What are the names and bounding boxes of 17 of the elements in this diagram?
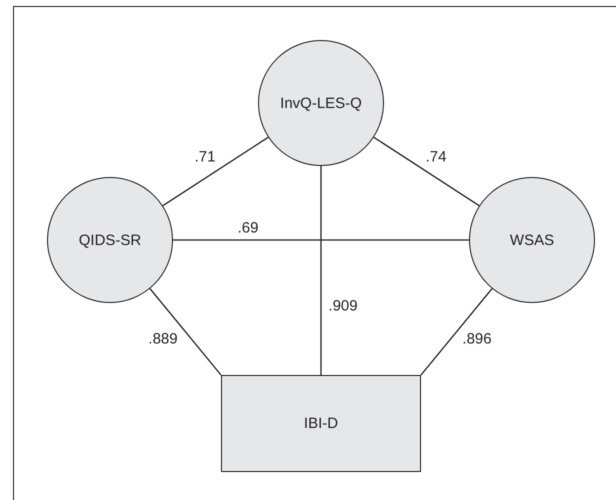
connector-line bbox=[162, 136, 269, 206]
edge-label: .69 bbox=[238, 220, 258, 236]
edge-label: .889 bbox=[148, 330, 178, 348]
connector-line bbox=[373, 136, 480, 206]
edge-label: .909 bbox=[328, 298, 358, 314]
node-label: WSAS bbox=[510, 232, 554, 248]
node-label: InvQ-LES-Q bbox=[280, 94, 362, 112]
connector-line bbox=[173, 239, 469, 241]
edge-label: .896 bbox=[462, 330, 492, 348]
node-label: IBI-D bbox=[304, 415, 338, 432]
node-label: QIDS-SR bbox=[78, 232, 142, 248]
connector-line bbox=[420, 288, 492, 376]
connector-line bbox=[320, 166, 322, 375]
measure-box bbox=[221, 375, 421, 472]
edge-label: .74 bbox=[426, 148, 446, 166]
connector-line bbox=[150, 288, 222, 376]
edge-label: .71 bbox=[194, 148, 216, 166]
